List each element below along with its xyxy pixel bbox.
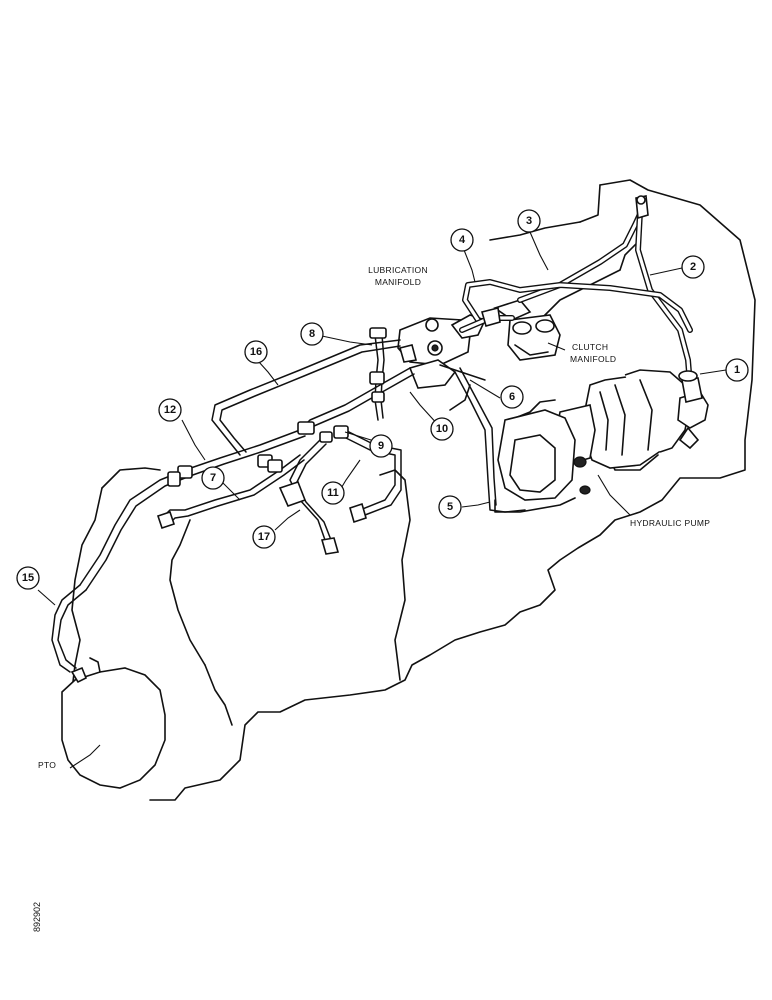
lubrication-manifold-label-line2: MANIFOLD [375,277,421,287]
figure-id: 892902 [32,902,42,932]
clutch-manifold [493,299,561,361]
callout-number-1: 1 [734,364,740,376]
callout-number-6: 6 [509,391,515,403]
callout-balloon-11: 11 [321,481,345,505]
hydraulic-pump-label: HYDRAULIC PUMP [630,518,710,528]
callout-balloon-6: 6 [500,385,524,409]
callout-number-7: 7 [210,472,216,484]
callout-balloon-1: 1 [725,358,749,382]
callout-number-17: 17 [258,531,270,543]
callout-number-11: 11 [327,487,339,499]
callout-balloon-15: 15 [16,566,40,590]
callout-number-10: 10 [436,423,448,435]
callout-balloon-16: 16 [244,340,268,364]
clutch-manifold-label-line2: MANIFOLD [570,354,616,364]
callout-number-12: 12 [164,404,176,416]
callout-number-8: 8 [309,328,315,340]
callout-number-9: 9 [378,440,384,452]
callout-balloon-2: 2 [681,255,705,279]
clutch-manifold-label-line1: CLUTCH [572,342,608,352]
lubrication-manifold-label-line1: LUBRICATION [368,265,428,275]
callout-number-5: 5 [447,501,453,513]
callout-balloon-3: 3 [517,209,541,233]
hydraulic-pump [497,369,709,501]
callout-balloon-8: 8 [300,322,324,346]
callout-number-15: 15 [22,572,34,584]
lubrication-manifold [397,314,487,389]
hydraulic-lines [51,195,693,673]
fittings [156,307,703,555]
pto-label: PTO [38,760,56,770]
callout-balloon-10: 10 [430,417,454,441]
pto-housing [61,657,166,789]
callout-balloon-7: 7 [201,466,225,490]
callout-number-16: 16 [250,346,262,358]
callout-balloon-5: 5 [438,495,462,519]
callout-balloon-4: 4 [450,228,474,252]
callout-balloon-9: 9 [369,434,393,458]
callout-number-2: 2 [690,261,696,273]
callout-number-3: 3 [526,215,532,227]
callout-balloon-12: 12 [158,398,182,422]
leader-lines [37,231,727,769]
callout-number-4: 4 [459,234,466,246]
callout-balloon-17: 17 [252,525,276,549]
